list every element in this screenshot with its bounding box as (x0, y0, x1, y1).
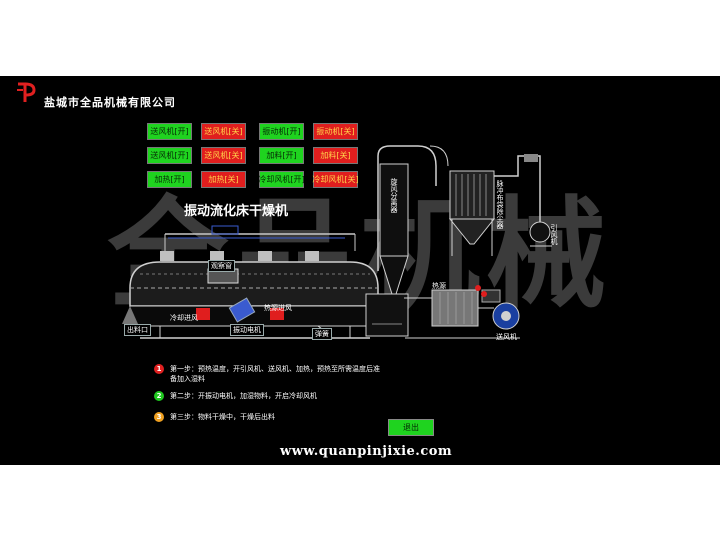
label-discharge: 出料口 (124, 324, 151, 336)
label-bag-filter: 脉冲布袋除尘器 (496, 180, 504, 229)
step-1: 1 第一步：预热温度，开引风机、送风机、加热，预热至所需温度后准备加入湿料 (154, 364, 384, 384)
label-spring: 弹簧 (312, 328, 332, 340)
blower-on-button-2[interactable]: 送风机[开] (147, 147, 192, 164)
step-2-number: 2 (154, 391, 164, 401)
label-induced-fan: 引风机 (550, 224, 558, 245)
step-3: 3 第三步：物料干燥中，干燥后出料 (154, 412, 384, 422)
label-blower: 送风机 (496, 333, 517, 341)
step-2: 2 第二步：开振动电机，加湿物料，开启冷却风机 (154, 391, 384, 401)
company-logo-icon (17, 82, 36, 102)
feeder-off-button[interactable]: 加料[关] (313, 147, 358, 164)
cooling-fan-on-button[interactable]: 冷却风机[开] (258, 171, 305, 188)
label-cyclone: 旋风分离器 (390, 178, 398, 213)
company-name: 盐城市全品机械有限公司 (44, 96, 176, 109)
blower-off-button-1[interactable]: 送风机[关] (201, 123, 246, 140)
blower-on-button-1[interactable]: 送风机[开] (147, 123, 192, 140)
feeder-on-button[interactable]: 加料[开] (259, 147, 304, 164)
process-diagram (122, 145, 552, 339)
step-1-text: 第一步：预热温度，开引风机、送风机、加热，预热至所需温度后准备加入湿料 (170, 365, 380, 383)
page-title: 振动流化床干燥机 (184, 204, 289, 219)
heater-on-button[interactable]: 加热[开] (147, 171, 192, 188)
label-cooling-air: 冷却进风 (170, 314, 198, 322)
step-3-text: 第三步：物料干燥中，干燥后出料 (170, 413, 275, 421)
website-url: www.quanpinjixie.com (280, 444, 453, 459)
step-2-text: 第二步：开振动电机，加湿物料，开启冷却风机 (170, 392, 317, 400)
cooling-fan-off-button[interactable]: 冷却风机[关] (312, 171, 359, 188)
exit-button[interactable]: 退出 (388, 419, 434, 436)
app-screen: 盐城市全品机械有限公司 全品机械 送风机[开] 送风机[开] 加热[开] 送风机… (0, 76, 720, 465)
vibrator-on-button[interactable]: 振动机[开] (259, 123, 304, 140)
label-hot-air: 热源进风 (264, 304, 292, 312)
label-observation-window: 观察窗 (208, 260, 235, 272)
label-vibration-motor: 振动电机 (230, 324, 264, 336)
blower-off-button-2[interactable]: 送风机[关] (201, 147, 246, 164)
vibrator-off-button[interactable]: 振动机[关] (313, 123, 358, 140)
heater-off-button[interactable]: 加热[关] (201, 171, 246, 188)
step-3-number: 3 (154, 412, 164, 422)
label-heater: 热源 (432, 282, 446, 290)
step-1-number: 1 (154, 364, 164, 374)
